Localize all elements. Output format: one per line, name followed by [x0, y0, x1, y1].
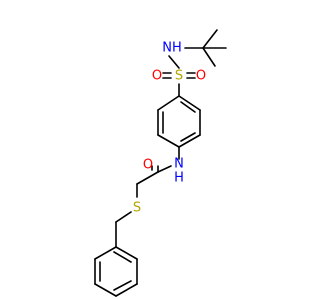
atom-o-sulfonyl-left: O	[152, 69, 162, 84]
bond-n-s	[168, 55, 180, 69]
bond-ring-6	[157, 95, 180, 111]
bond-ph-inner-3	[113, 251, 132, 263]
bond-ring-3	[178, 134, 201, 148]
bond-ph-inner-2	[113, 280, 132, 291]
molecule-diagram: NH S O O N H O S	[94, 29, 227, 297]
bond-ph-6	[115, 246, 138, 260]
bond-ph-3	[94, 283, 117, 297]
atom-h-amide: H	[174, 171, 184, 186]
atom-s-thioether: S	[133, 201, 141, 216]
bonds	[94, 29, 227, 297]
atom-n-amide: N	[174, 157, 184, 172]
atom-o-sulfonyl-right: O	[196, 69, 206, 84]
bond-n-co	[157, 165, 172, 173]
bond-tbu-2	[202, 29, 218, 49]
bond-c-ch2	[136, 171, 159, 185]
bond-ring-inner-2	[180, 132, 196, 142]
bond-ph-4	[115, 283, 138, 297]
atoms: NH S O O N H O S	[133, 41, 206, 216]
bond-ring-inner-1	[180, 101, 196, 113]
atom-nh-sulfonamide: NH	[162, 41, 182, 56]
bond-ring-4	[157, 134, 180, 148]
bond-ph-1	[94, 246, 117, 260]
bond-tbu-4	[202, 47, 216, 67]
bond-s-bn	[115, 211, 132, 223]
atom-o-carbonyl: O	[143, 158, 153, 173]
bond-ring-1	[178, 95, 201, 111]
atom-s-sulfonyl: S	[175, 69, 183, 84]
